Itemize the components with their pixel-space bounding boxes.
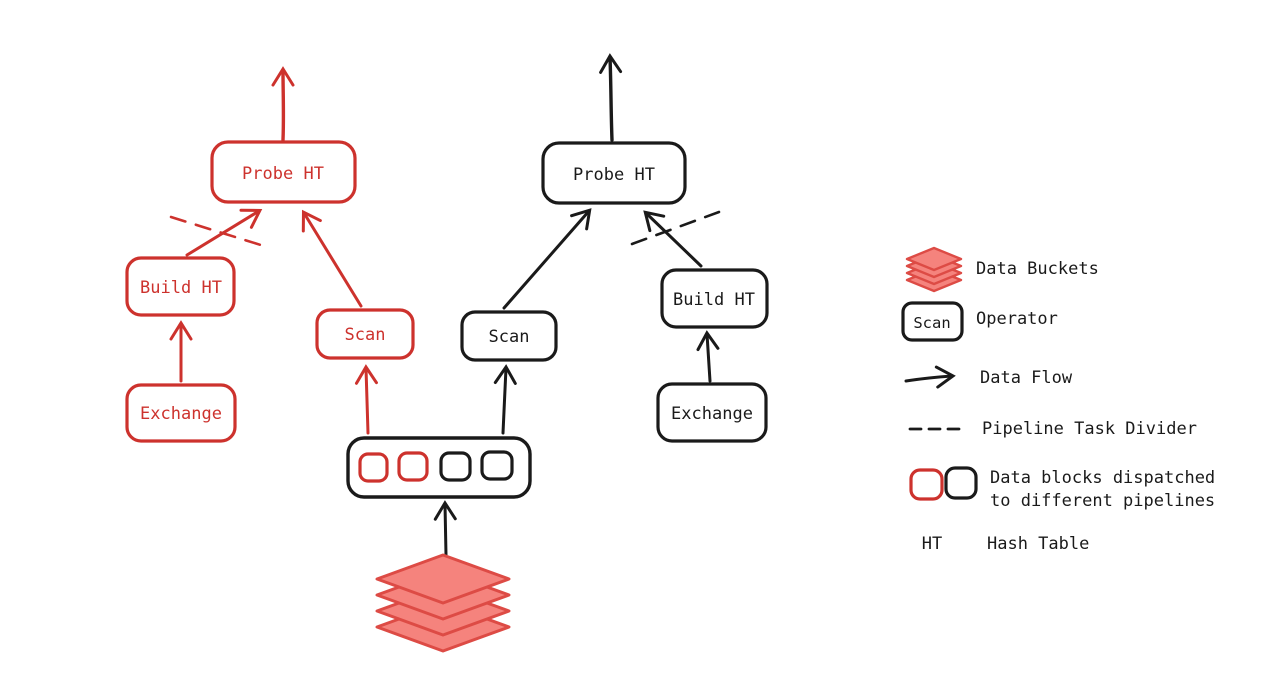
red-exchange-label: Exchange	[140, 404, 222, 424]
black-data-block-1	[439, 451, 472, 482]
black-probe-ht-box	[541, 141, 687, 205]
red-build-ht-box	[125, 256, 236, 317]
legend-data-blocks-label-line1: Data blocks dispatched	[990, 468, 1215, 488]
black-pipeline: Probe HT Scan Build HT Exchange	[460, 53, 769, 443]
legend-operator-box-icon	[901, 301, 964, 342]
legend-data-buckets-icon	[905, 246, 963, 293]
red-data-block-2	[397, 451, 429, 482]
red-probe-ht-box	[210, 140, 357, 204]
black-build-ht-label: Build HT	[673, 290, 755, 310]
red-build-ht-label: Build HT	[140, 278, 222, 298]
data-block-container	[346, 436, 532, 557]
red-exchange-box	[125, 383, 237, 443]
legend-operator-example-label: Scan	[913, 314, 950, 332]
black-build-to-probe-arrow	[643, 210, 703, 268]
legend-data-flow-arrow-icon	[904, 365, 956, 389]
data-buckets-stack	[375, 553, 511, 653]
legend-divider-label: Pipeline Task Divider	[982, 419, 1197, 439]
legend-operator-label: Operator	[976, 309, 1058, 329]
black-pipeline-task-divider	[630, 210, 721, 246]
black-exchange-box	[656, 382, 768, 443]
red-pipeline: Probe HT Build HT Scan Exchange	[125, 66, 415, 443]
legend-data-buckets-label: Data Buckets	[976, 259, 1099, 279]
black-data-block-2	[480, 450, 514, 481]
red-data-block-1	[358, 452, 389, 483]
black-scan-to-probe-arrow	[502, 208, 592, 310]
legend: Data Buckets Scan Operator Data Flow Pip…	[901, 246, 1215, 554]
legend-data-flow-label: Data Flow	[980, 368, 1073, 388]
buckets-to-blocks-arrow	[433, 500, 457, 557]
black-build-ht-box	[660, 268, 769, 329]
black-blocks-to-scan-arrow	[493, 364, 517, 435]
red-scan-label: Scan	[345, 325, 386, 345]
red-probe-ht-label: Probe HT	[242, 164, 324, 184]
black-exchange-label: Exchange	[671, 404, 753, 424]
data-bucket-layer-1	[375, 553, 511, 605]
black-exchange-to-build-arrow	[696, 330, 720, 383]
black-output-data-flow-arrow	[599, 53, 623, 142]
legend-data-blocks-label-line2: to different pipelines	[990, 491, 1215, 511]
legend-red-data-block-icon	[909, 468, 944, 501]
red-pipeline-task-divider	[169, 215, 266, 248]
red-blocks-to-scan-arrow	[354, 364, 378, 435]
legend-ht-label: Hash Table	[987, 534, 1089, 554]
black-probe-ht-label: Probe HT	[573, 165, 655, 185]
legend-ht-abbreviation: HT	[922, 534, 942, 554]
red-scan-to-probe-arrow	[301, 209, 363, 308]
black-scan-label: Scan	[489, 327, 530, 347]
red-scan-box	[315, 308, 415, 360]
legend-black-data-block-icon	[944, 466, 978, 500]
black-scan-box	[460, 310, 558, 362]
